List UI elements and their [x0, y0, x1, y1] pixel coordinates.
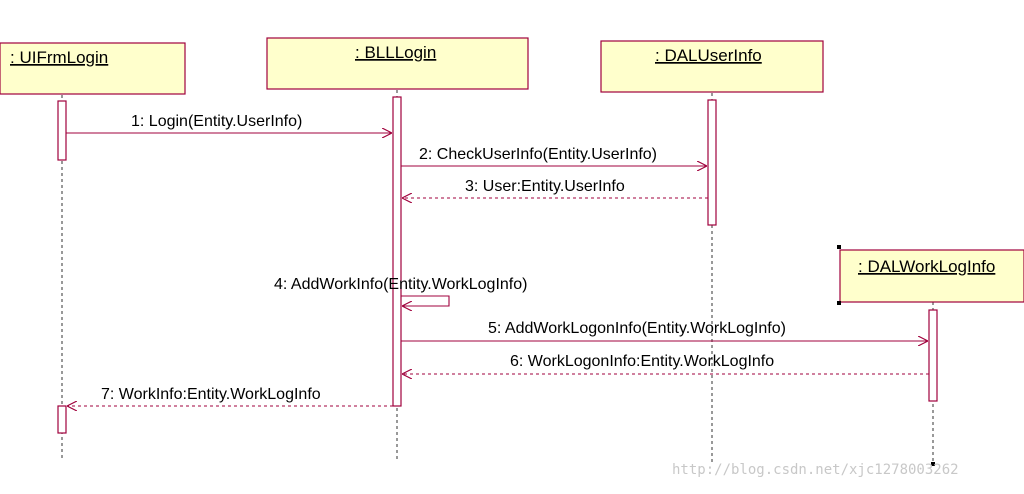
message-2-label: 2: CheckUserInfo(Entity.UserInfo): [419, 146, 657, 163]
activation-uifrmlogin: [57, 100, 67, 161]
message-4-label: 4: AddWorkInfo(Entity.WorkLogInfo): [274, 276, 527, 293]
activation-daluserinfo: [707, 99, 717, 226]
object-blllogin[interactable]: : BLLLogin: [266, 37, 529, 90]
selection-handle[interactable]: [837, 245, 841, 249]
message-5-label: 5: AddWorkLogonInfo(Entity.WorkLogInfo): [488, 320, 786, 337]
activation-dalworkloginfo: [928, 309, 938, 402]
activation-uifrmlogin: [57, 405, 67, 434]
message-1-label: 1: Login(Entity.UserInfo): [131, 113, 302, 130]
activation-blllogin: [392, 96, 402, 407]
message-4-arrow: [401, 295, 450, 306]
message-7-label: 7: WorkInfo:Entity.WorkLogInfo: [101, 386, 321, 403]
object-label: : UIFrmLogin: [10, 48, 108, 67]
object-daluserinfo[interactable]: : DALUserInfo: [600, 40, 824, 93]
object-label: : DALWorkLogInfo: [858, 257, 995, 276]
message-3-label: 3: User:Entity.UserInfo: [465, 178, 625, 195]
message-6-label: 6: WorkLogonInfo:Entity.WorkLogInfo: [510, 353, 774, 370]
object-label: : DALUserInfo: [655, 46, 762, 65]
selection-handle[interactable]: [837, 301, 841, 305]
object-dalworkloginfo[interactable]: : DALWorkLogInfo: [839, 249, 1024, 303]
selection-handle[interactable]: [931, 462, 935, 466]
object-uifrmlogin[interactable]: : UIFrmLogin: [0, 42, 186, 95]
object-label: : BLLLogin: [355, 43, 436, 62]
watermark-text: http://blog.csdn.net/xjc1278003262: [672, 462, 959, 478]
